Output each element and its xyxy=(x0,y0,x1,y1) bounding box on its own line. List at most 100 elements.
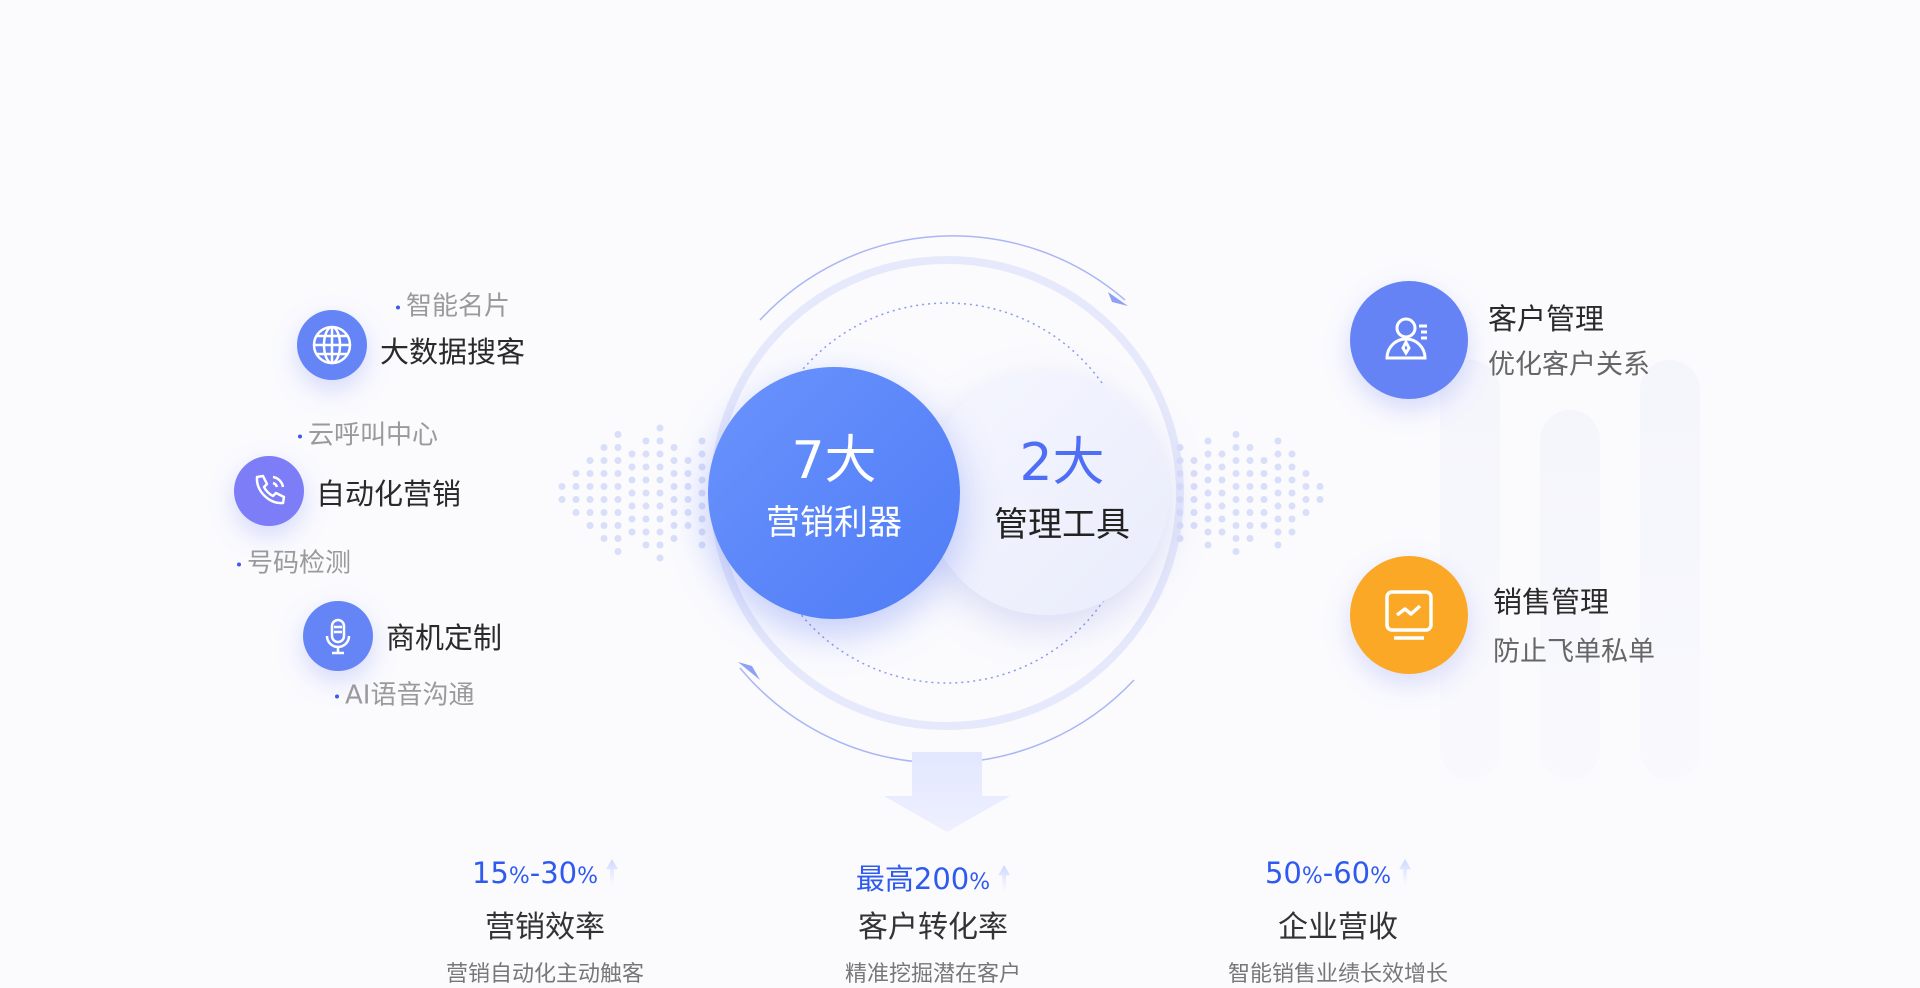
wave-dot xyxy=(628,450,636,458)
wave-dot xyxy=(1190,457,1198,464)
wave-dot xyxy=(1246,522,1254,529)
wave-dot xyxy=(684,496,692,503)
wave-dot xyxy=(670,444,678,451)
wave-dot xyxy=(698,463,706,471)
wave-dot xyxy=(1274,476,1282,484)
wave-dot xyxy=(1232,444,1240,451)
wave-dot xyxy=(1190,483,1198,490)
wave-dot xyxy=(656,515,664,523)
marketing-tools-count: 7大 xyxy=(791,431,877,491)
wave-dot xyxy=(684,457,692,464)
wave-dot xyxy=(1316,496,1324,503)
wave-dot xyxy=(1218,463,1226,471)
wave-dot xyxy=(642,463,650,471)
wave-dot xyxy=(1218,502,1226,510)
stat-label: 客户转化率 xyxy=(858,910,1008,945)
wave-dot xyxy=(614,470,622,477)
wave-dot xyxy=(656,541,664,549)
wave-dot xyxy=(614,535,622,542)
wave-dot xyxy=(1260,522,1268,529)
wave-dot xyxy=(698,515,706,523)
wave-dot xyxy=(1190,470,1198,477)
marketing-tools-circle: 7大 营销利器 xyxy=(708,367,960,619)
wave-dot xyxy=(1246,483,1254,490)
stat-value: 50 xyxy=(1264,856,1302,890)
wave-dot xyxy=(600,522,608,529)
wave-dot xyxy=(628,528,636,536)
feature-sub-item: 智能名片 xyxy=(396,286,510,323)
monitor-chart-icon xyxy=(1350,556,1468,674)
wave-dot xyxy=(586,470,594,477)
wave-dot xyxy=(670,522,678,529)
wave-dot xyxy=(614,496,622,503)
wave-dot xyxy=(1274,489,1282,497)
stat-desc: 智能销售业绩长效增长 xyxy=(1227,962,1448,987)
wave-dot xyxy=(1232,509,1240,516)
percent-sign: % xyxy=(1370,864,1392,889)
wave-dot xyxy=(1204,502,1212,510)
wave-dot xyxy=(600,535,608,542)
wave-dot xyxy=(1274,502,1282,510)
feature-sub-item: 号码检测 xyxy=(237,543,351,580)
wave-dot xyxy=(642,528,650,536)
wave-dot xyxy=(1232,483,1240,490)
dash: - xyxy=(1322,856,1334,890)
wave-dot xyxy=(600,457,608,464)
wave-dot xyxy=(614,457,622,464)
wave-dot xyxy=(1246,444,1254,451)
wave-dot xyxy=(1190,509,1198,516)
background-decoration xyxy=(1540,410,1600,780)
wave-dot xyxy=(1288,515,1296,523)
wave-dot xyxy=(642,515,650,523)
wave-dot xyxy=(1218,528,1226,536)
wave-dot xyxy=(1204,437,1212,445)
wave-dot xyxy=(656,424,664,432)
wave-dot xyxy=(684,483,692,490)
stat-revenue: 50%-60% 企业营收 智能销售业绩长效增长 xyxy=(1168,856,1508,988)
wave-dot xyxy=(1260,483,1268,490)
wave-dot xyxy=(698,541,706,549)
feature-title: 自动化营销 xyxy=(316,477,462,511)
management-tools-circle: 2大 管理工具 xyxy=(925,371,1169,615)
wave-dot xyxy=(1288,489,1296,497)
wave-dot xyxy=(1302,483,1310,490)
wave-dot xyxy=(670,496,678,503)
wave-dot xyxy=(628,515,636,523)
wave-dot xyxy=(656,463,664,471)
wave-dot xyxy=(586,509,594,516)
percent-sign: % xyxy=(1301,864,1323,889)
wave-dot xyxy=(642,450,650,458)
wave-dot xyxy=(1176,509,1184,516)
wave-dot xyxy=(656,502,664,510)
wave-dot xyxy=(628,463,636,471)
wave-dot xyxy=(698,489,706,497)
stat-value: 60 xyxy=(1333,856,1371,890)
sales-management-title: 销售管理 xyxy=(1493,585,1610,619)
wave-dot xyxy=(1246,457,1254,464)
stat-prefix: 最高 xyxy=(855,862,914,896)
arrow-head-top xyxy=(1108,292,1128,306)
stat-desc: 营销自动化主动触客 xyxy=(445,962,644,987)
up-arrow-icon xyxy=(606,859,619,885)
management-tools-label: 管理工具 xyxy=(994,505,1130,545)
wave-dot xyxy=(600,509,608,516)
wave-dot xyxy=(614,548,622,555)
customer-management-title: 客户管理 xyxy=(1488,302,1605,336)
arrow-head-bottom xyxy=(738,662,760,680)
wave-dot xyxy=(586,457,594,464)
wave-dot xyxy=(1260,457,1268,464)
customer-icon xyxy=(1350,281,1468,399)
wave-dot xyxy=(1246,509,1254,516)
wave-dot xyxy=(1176,496,1184,503)
wave-dot xyxy=(1204,515,1212,523)
wave-dot xyxy=(670,470,678,477)
wave-dot xyxy=(656,554,664,562)
wave-dot xyxy=(1176,444,1184,451)
wave-dot xyxy=(600,444,608,451)
wave-dot xyxy=(558,483,566,490)
wave-dot xyxy=(586,483,594,490)
wave-dot xyxy=(628,489,636,497)
wave-dot xyxy=(684,470,692,477)
wave-dot xyxy=(1302,509,1310,516)
